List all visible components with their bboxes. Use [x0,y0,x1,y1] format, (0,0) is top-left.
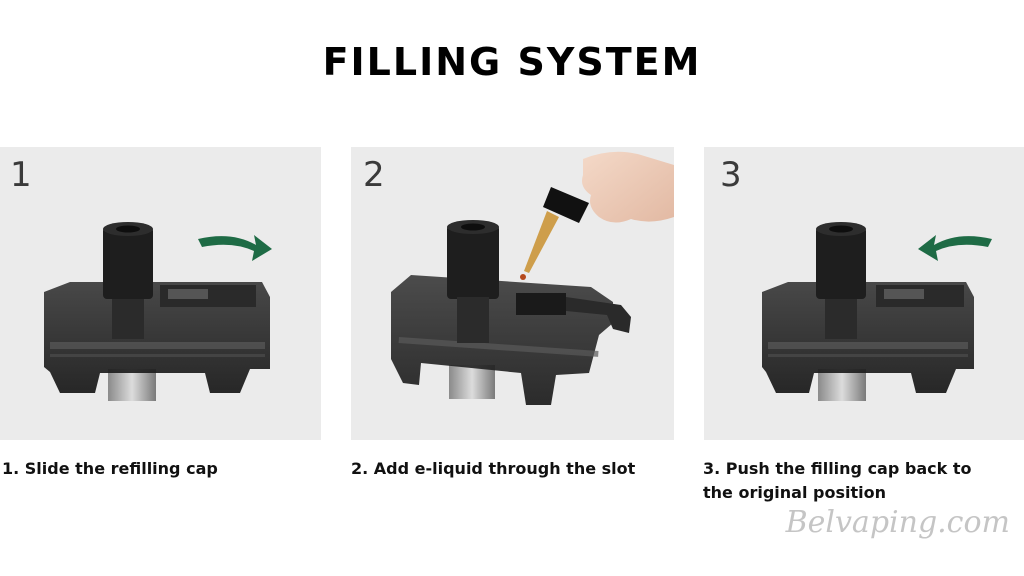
page-title: FILLING SYSTEM [322,40,702,84]
e-liquid-drop [520,274,526,280]
step-1-illustration [44,222,272,401]
step-2-panel: 2 [351,147,674,440]
step-1-number: 1 [10,155,32,195]
watermark: Belvaping.com [785,505,1010,540]
fill-slot [516,293,566,315]
refill-cap [566,297,631,333]
step-3-panel: 3 [704,147,1024,440]
drip-tip [816,227,866,299]
drip-tip [447,225,499,299]
knurled-base [108,369,156,401]
step-3-number: 3 [720,155,742,195]
step-2-illustration [391,151,674,405]
slide-left-arrow-icon [918,235,992,261]
knurled-base [449,365,495,399]
step-1-panel: 1 [0,147,321,440]
slide-right-arrow-icon [198,235,272,261]
hand [582,151,674,223]
step-1-caption: 1. Slide the refilling cap [2,459,218,478]
pod-body [762,282,974,393]
step-3-illustration [762,222,992,401]
step-2-caption: 2. Add e-liquid through the slot [351,459,636,478]
drip-tip [103,227,153,299]
step-3-caption: 3. Push the filling cap back to the orig… [703,459,972,502]
dropper-bulb [543,187,589,223]
step-2-number: 2 [363,155,385,195]
knurled-base [818,369,866,401]
pod-body [44,282,270,393]
dropper-tube [524,211,559,273]
